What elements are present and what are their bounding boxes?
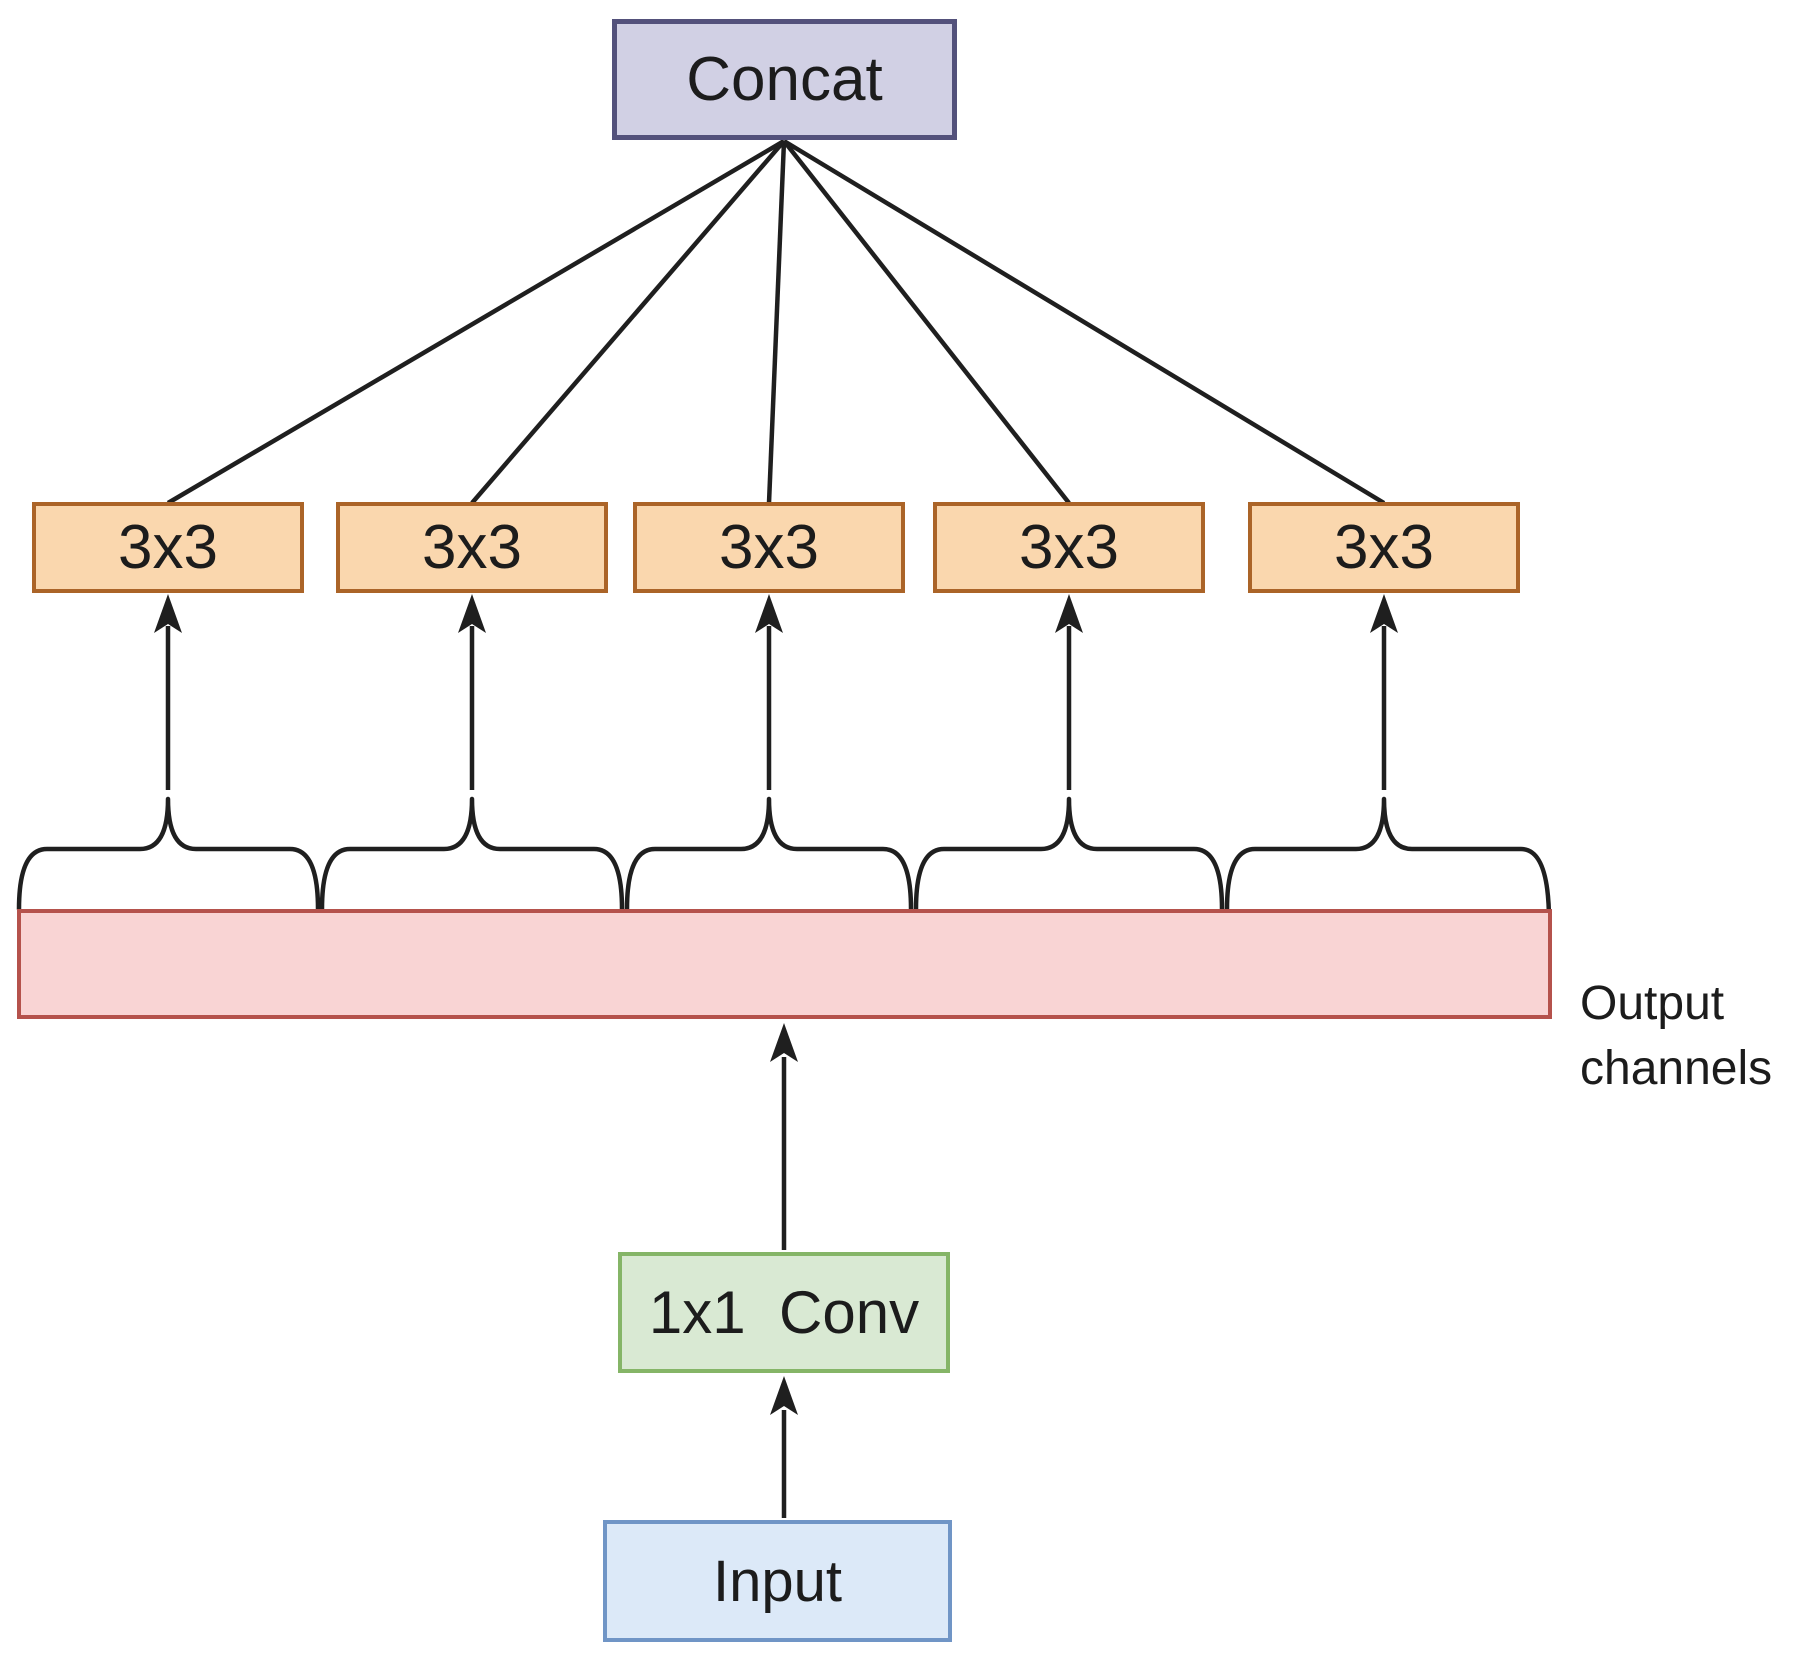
output-channels-label: Output channels xyxy=(1580,977,1773,1095)
input-node: Input xyxy=(603,1520,952,1642)
conv3x3-label: 3x3 xyxy=(719,513,819,582)
arrowhead-up-icon xyxy=(1055,594,1083,633)
brace xyxy=(1224,796,1552,924)
conv3x3-label: 3x3 xyxy=(422,513,522,582)
concat-label: Concat xyxy=(686,45,883,114)
brace xyxy=(624,796,914,912)
fan-line xyxy=(166,139,786,505)
conv1x1-node: 1x1 Conv xyxy=(618,1252,950,1373)
conv3x3-label: 3x3 xyxy=(118,513,218,582)
arrowhead-up-icon xyxy=(755,594,783,633)
brace xyxy=(319,796,625,912)
arrowhead-up-icon xyxy=(154,594,182,633)
arrowhead-up-icon xyxy=(770,1023,798,1062)
branch-arrows xyxy=(154,594,1398,790)
conv3x3-node-3: 3x3 xyxy=(633,502,905,593)
input-label: Input xyxy=(713,1548,842,1614)
conv-to-bar-arrow xyxy=(770,1023,798,1250)
arrowhead-up-icon xyxy=(770,1376,798,1415)
channel-braces xyxy=(16,796,1552,924)
fan-line xyxy=(766,140,787,504)
conv3x3-label: 3x3 xyxy=(1019,513,1119,582)
concat-node: Concat xyxy=(612,19,957,140)
output-channels-bar xyxy=(17,909,1552,1019)
arrowhead-up-icon xyxy=(1370,594,1398,633)
conv1x1-label: 1x1 Conv xyxy=(648,1279,920,1346)
brace xyxy=(913,796,1225,912)
fan-lines xyxy=(166,139,1386,505)
conv3x3-node-1: 3x3 xyxy=(32,502,304,593)
arrowhead-up-icon xyxy=(458,594,486,633)
fan-line xyxy=(470,139,786,505)
conv3x3-node-4: 3x3 xyxy=(933,502,1205,593)
brace xyxy=(16,796,321,912)
fan-line xyxy=(782,139,1071,505)
fan-line xyxy=(782,139,1386,505)
conv3x3-node-5: 3x3 xyxy=(1248,502,1520,593)
conv3x3-label: 3x3 xyxy=(1334,513,1434,582)
input-to-conv-arrow xyxy=(770,1376,798,1518)
conv3x3-node-2: 3x3 xyxy=(336,502,608,593)
